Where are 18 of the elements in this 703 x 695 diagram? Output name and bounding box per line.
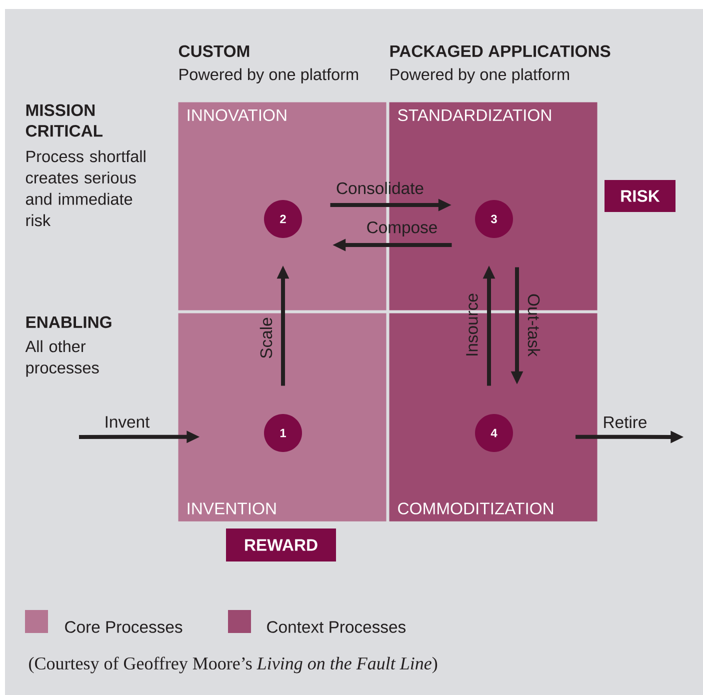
edge-label: Insource — [466, 294, 478, 356]
column-heading: CUSTOM — [178, 45, 250, 58]
edge-label: Out-task — [528, 294, 540, 357]
row-heading: MISSION CRITICAL — [26, 104, 103, 137]
tag-box: REWARD — [226, 528, 336, 562]
description-text: Powered by one platform — [390, 68, 569, 84]
tag-box: RISK — [604, 180, 676, 212]
caption: (Courtesy of Geoffrey Moore’s Living on the Fault Line) — [29, 656, 438, 674]
description-text: Process shortfall creates serious and immediate risk — [26, 150, 146, 226]
edge-label: Scale — [260, 318, 272, 358]
column-heading: PACKAGED APPLICATIONS — [390, 45, 610, 58]
edge-label: Invent — [106, 416, 150, 428]
legend-label: Context Processes — [267, 621, 406, 633]
legend-label: Core Processes — [65, 621, 182, 633]
description-text: Powered by one platform — [180, 68, 358, 84]
description-text: All other processes — [25, 340, 99, 377]
edge-label: Retire — [604, 416, 646, 428]
row-heading: ENABLING — [26, 316, 112, 328]
